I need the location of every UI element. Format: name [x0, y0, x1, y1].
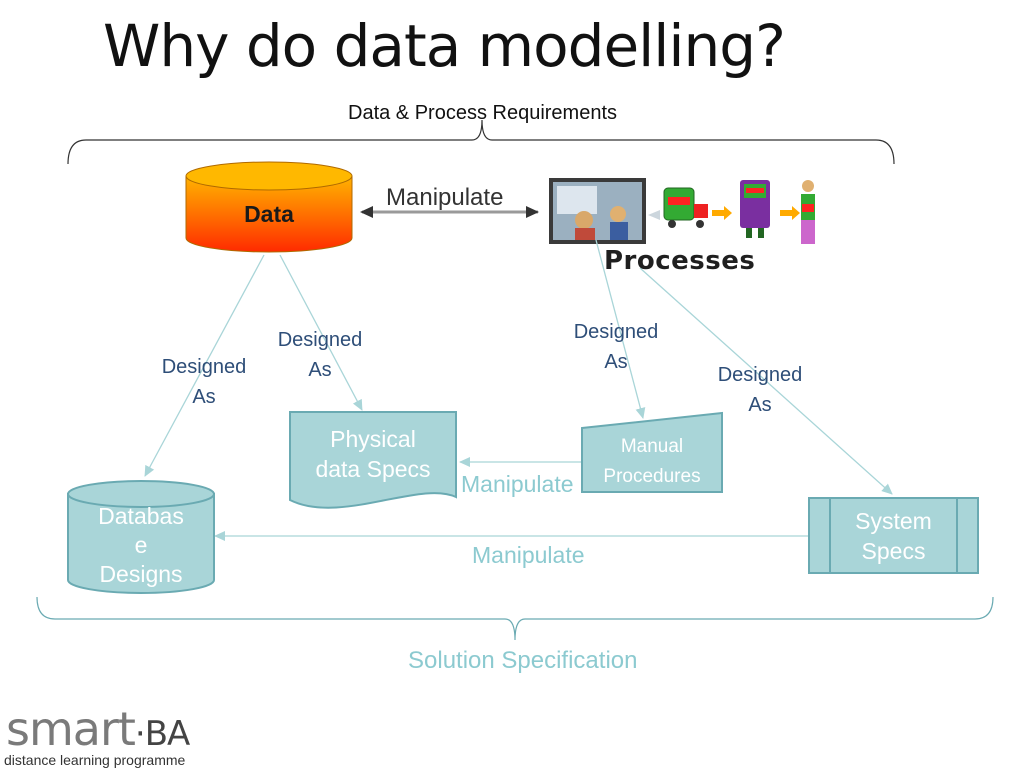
designed-as-line-1: [144, 254, 265, 477]
designed-as-1-line-2: As: [192, 386, 216, 408]
database-designs-cylinder: [67, 480, 215, 594]
system-specs-shape: [808, 497, 979, 574]
manual-procedures-line-1: Manual: [620, 436, 684, 457]
system-specs-label: System Specs: [830, 506, 957, 566]
manual-procedures-label: Manual Procedures: [582, 432, 722, 492]
processes-node-label: Processes: [604, 246, 756, 276]
manual-procedures-shape: [581, 411, 723, 493]
logo-tagline: distance learning programme: [4, 752, 186, 768]
manipulate-label-mid: Manipulate: [461, 471, 574, 497]
page-title: Why do data modelling?: [103, 12, 786, 80]
designed-as-4-line-2: As: [748, 394, 772, 416]
designed-as-4-line-1: Designed: [717, 364, 803, 386]
designed-as-3-line-2: As: [604, 351, 628, 373]
physical-data-specs-line-2: data Specs: [315, 456, 431, 482]
data-cylinder: [185, 161, 353, 253]
database-designs-line-1: Databas: [98, 503, 184, 529]
designed-as-label-3: Designed As: [562, 317, 670, 377]
requirements-label: Data & Process Requirements: [348, 102, 618, 124]
manipulate-label-top: Manipulate: [386, 184, 504, 211]
processes-clipart: [549, 178, 815, 244]
system-specs-line-1: System: [855, 508, 932, 534]
designed-as-line-4: [639, 267, 893, 495]
designed-as-line-3: [595, 239, 646, 419]
database-designs-line-2: e: [134, 532, 148, 558]
logo-brand-dot: ·: [134, 714, 146, 754]
physical-data-specs-label: Physical data Specs: [290, 424, 456, 484]
bottom-brace: [36, 596, 994, 641]
logo-brand-main: smart: [6, 702, 136, 756]
designed-as-label-2: Designed As: [266, 325, 374, 385]
designed-as-2-line-1: Designed: [277, 329, 363, 351]
top-brace: [67, 119, 895, 165]
designed-as-line-2: [279, 254, 363, 411]
physical-data-specs-line-1: Physical: [330, 426, 416, 452]
manipulate-label-bottom: Manipulate: [472, 542, 585, 568]
designed-as-label-4: Designed As: [706, 360, 814, 420]
system-specs-line-2: Specs: [861, 538, 926, 564]
designed-as-1-line-1: Designed: [161, 356, 247, 378]
database-designs-label: Databas e Designs: [68, 502, 214, 589]
logo-brand-suffix: BA: [144, 714, 191, 754]
designed-as-3-line-1: Designed: [573, 321, 659, 343]
designed-as-label-1: Designed As: [150, 352, 258, 412]
data-node-label: Data: [244, 201, 294, 227]
designed-as-2-line-2: As: [308, 359, 332, 381]
smartba-logo: smart·BA: [6, 702, 191, 756]
physical-data-specs-shape: [289, 411, 457, 509]
solution-specification-label: Solution Specification: [408, 647, 638, 674]
manual-procedures-line-2: Procedures: [603, 466, 701, 487]
database-designs-line-3: Designs: [99, 561, 183, 587]
